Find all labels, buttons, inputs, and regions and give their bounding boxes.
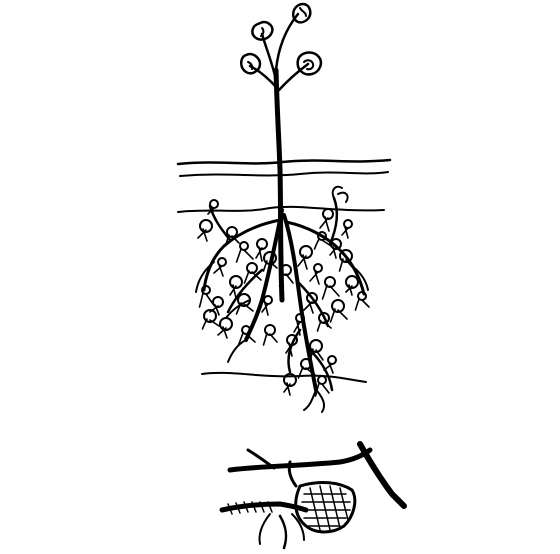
leaf-filament — [303, 300, 314, 314]
leaf-filament — [354, 298, 370, 311]
bladder — [219, 317, 233, 331]
leaf-filament — [285, 342, 293, 357]
leaf-filament — [308, 348, 324, 364]
leaf-filaments — [197, 206, 370, 397]
bladder — [309, 339, 323, 353]
bladder — [339, 249, 353, 263]
leaf-filament — [197, 228, 208, 242]
leaf-filament — [313, 238, 332, 250]
leaf-filament — [329, 308, 348, 323]
leaf-filament — [235, 302, 254, 315]
leaf-filament — [283, 382, 291, 396]
bladder — [229, 275, 243, 289]
leaf-filament — [243, 270, 262, 284]
bladder — [203, 309, 217, 323]
leaf-filament — [235, 248, 254, 263]
leaf-filament — [261, 302, 269, 316]
leaf-filament — [229, 284, 237, 299]
flowers — [240, 2, 323, 76]
leaf-filament — [297, 366, 316, 379]
leaf-filament — [213, 264, 224, 277]
leaf-filament — [314, 382, 330, 397]
flower-stalk — [248, 12, 310, 303]
bladder-trap-detail — [219, 441, 407, 550]
leaf-filament — [209, 304, 220, 316]
trap-mesh — [301, 485, 351, 531]
bladder — [331, 299, 345, 313]
leaf-filament — [341, 226, 349, 239]
leaf-filament — [345, 284, 353, 296]
bladder — [199, 219, 213, 233]
bladder — [283, 373, 297, 387]
bladder — [237, 293, 251, 307]
bladder — [263, 251, 277, 265]
leaf-filament — [293, 320, 301, 336]
leaf-filament — [297, 254, 308, 270]
leaf-filament — [201, 318, 220, 330]
leaf-filament — [321, 284, 340, 300]
leaf-filament — [309, 270, 320, 285]
leaf-filament — [262, 260, 278, 272]
leaf-filament — [316, 320, 332, 332]
leaf-filament — [207, 206, 215, 218]
leaf-filament — [224, 234, 240, 247]
leaf-filament — [338, 258, 354, 272]
bladder — [345, 275, 359, 289]
leaf-filament — [237, 332, 256, 346]
leaf-filament — [323, 362, 334, 374]
leaf-filament — [262, 332, 278, 346]
leaf-filament — [217, 326, 228, 339]
leaf-filament — [255, 246, 263, 262]
leaf-filament — [198, 292, 214, 308]
leaf-filament — [319, 216, 330, 232]
leaf-filament — [329, 246, 337, 259]
bladder — [299, 245, 313, 259]
leaf-filament — [278, 272, 294, 287]
